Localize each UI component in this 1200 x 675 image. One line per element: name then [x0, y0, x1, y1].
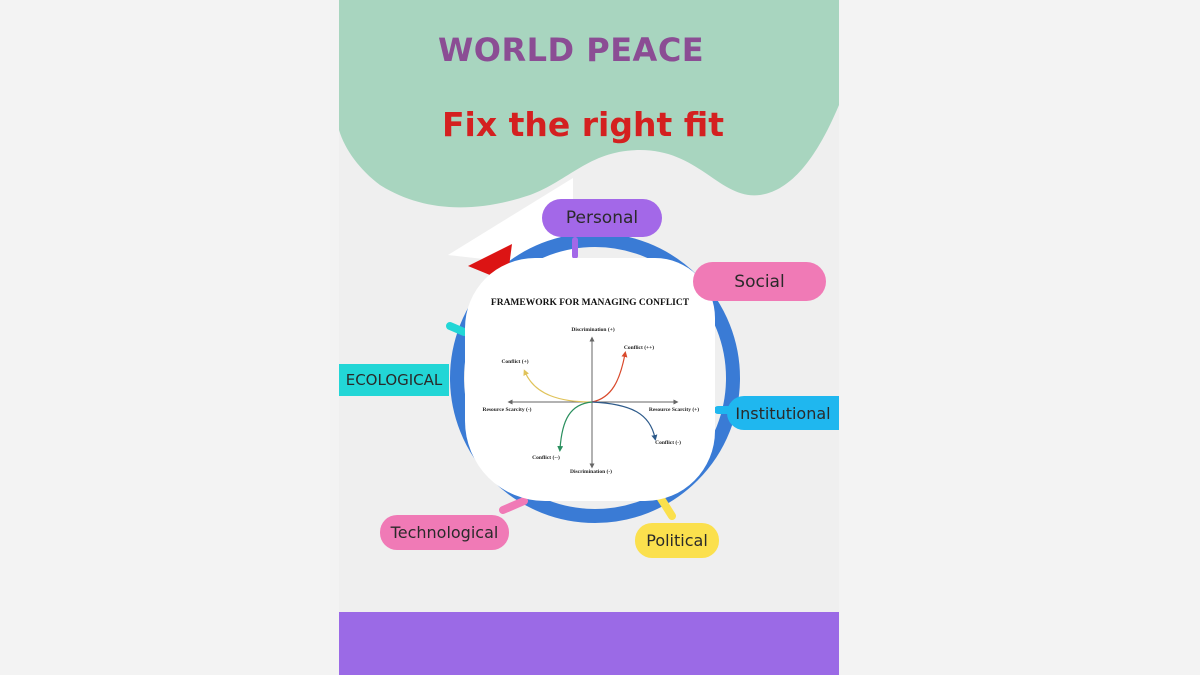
- blue-ring: [450, 233, 740, 523]
- curve-upper-right: [591, 351, 628, 403]
- ecological-connector: [446, 322, 468, 336]
- label-institutional: Institutional: [727, 396, 839, 430]
- bottom-band: [339, 612, 839, 675]
- curve-upper-left: [523, 369, 593, 403]
- poster-title: WORLD PEACE: [438, 31, 705, 69]
- white-wedge: [448, 178, 573, 262]
- label-social: Social: [693, 262, 826, 301]
- framework-panel: [465, 258, 715, 501]
- axis-label-top: Discrimination (+): [571, 326, 614, 333]
- curve-label-upper-right: Conflict (++): [624, 344, 654, 351]
- curve-label-lower-left: Conflict (--): [532, 454, 560, 461]
- axis-label-right: Resource Scarcity (+): [649, 406, 699, 413]
- label-political: Political: [635, 523, 719, 558]
- political-connector: [656, 493, 676, 520]
- curve-label-lower-right: Conflict (-): [655, 439, 681, 446]
- curve-lower-right: [591, 401, 658, 441]
- framework-title: FRAMEWORK FOR MANAGING CONFLICT: [491, 298, 690, 308]
- curve-label-upper-left: Conflict (+): [501, 358, 528, 365]
- label-technological: Technological: [380, 515, 509, 550]
- curve-lower-left: [557, 401, 593, 452]
- header-wave: [339, 0, 839, 208]
- label-personal: Personal: [542, 199, 662, 237]
- axis-label-bottom: Discrimination (-): [570, 468, 612, 475]
- label-ecological: ECOLOGICAL: [339, 364, 449, 396]
- technological-connector: [499, 497, 528, 514]
- axis-label-left: Resource Scarcity (-): [483, 406, 532, 413]
- poster-subtitle: Fix the right fit: [442, 105, 724, 144]
